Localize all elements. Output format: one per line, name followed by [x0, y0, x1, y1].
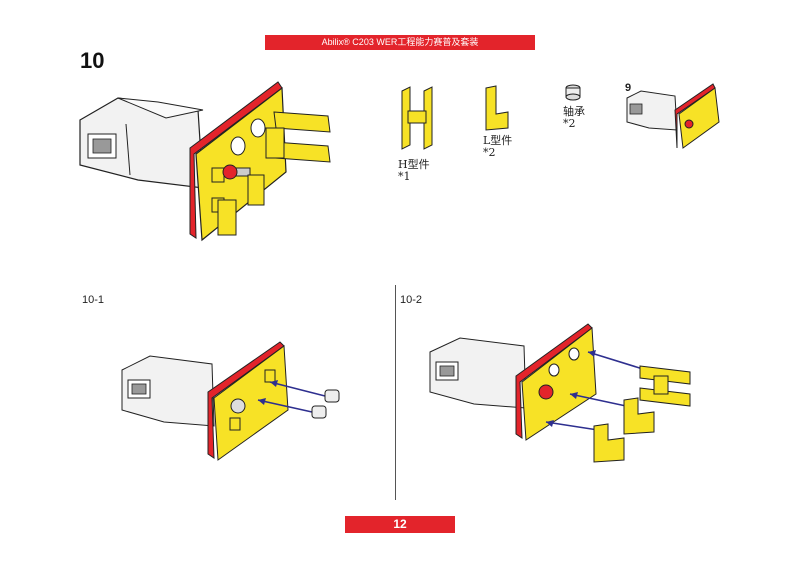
l-part-icon: [485, 85, 509, 131]
part-name-bearing: 轴承: [563, 105, 585, 118]
substep-10-1-illustration: [121, 341, 340, 461]
main-assembly-illustration: [79, 81, 331, 242]
part-name-h: H型件: [398, 158, 430, 171]
page-number: 12: [345, 516, 455, 533]
part-qty-h: *1: [398, 170, 411, 183]
substep-divider: [395, 285, 396, 500]
header-title-bar: Abilix® C203 WER工程能力赛普及套装: [265, 35, 535, 50]
bearing-icon: [565, 84, 581, 101]
substep-label-10-2: 10-2: [400, 294, 423, 306]
substep-label-10-1: 10-1: [82, 294, 105, 306]
previous-step-thumbnail: [626, 83, 720, 149]
step-number: 10: [80, 48, 105, 73]
part-qty-bearing: *2: [563, 117, 576, 130]
part-name-l: L型件: [483, 134, 513, 147]
h-part-icon: [401, 86, 433, 150]
substep-10-2-illustration: [429, 323, 691, 463]
previous-step-label: 9: [625, 82, 632, 94]
part-qty-l: *2: [483, 146, 496, 159]
